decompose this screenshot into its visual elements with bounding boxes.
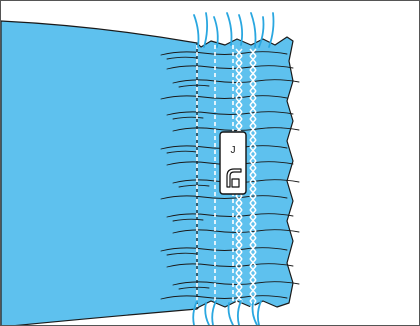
thread-tail — [212, 301, 216, 325]
thread-tail — [251, 13, 256, 47]
fabric-panel — [1, 21, 293, 326]
thread-tail — [205, 303, 209, 325]
thread-tail — [258, 301, 261, 325]
thread-tail — [204, 13, 207, 47]
presser-foot-label: J — [231, 145, 236, 156]
thread-tail — [227, 13, 232, 45]
presser-foot: J — [220, 132, 246, 194]
